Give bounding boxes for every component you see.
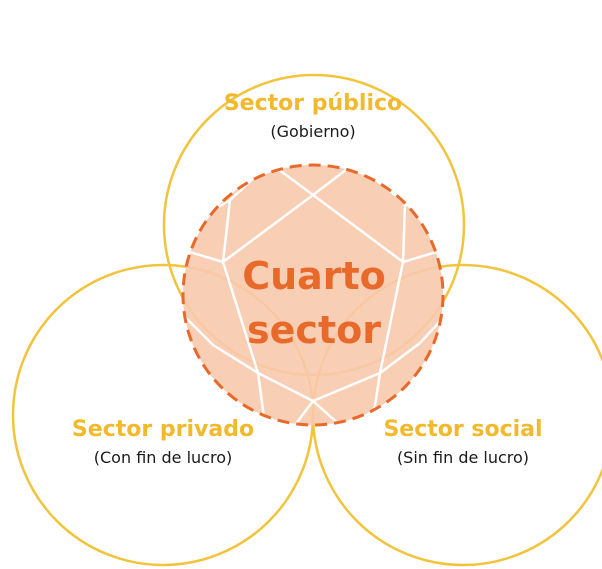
fourth-sector-label-line1: Cuarto — [242, 254, 386, 298]
social-sector-title: Sector social — [383, 417, 542, 442]
social-sector-subtitle: (Sin fin de lucro) — [397, 448, 529, 467]
private-sector-subtitle: (Con fin de lucro) — [94, 448, 232, 467]
private-sector-title: Sector privado — [72, 417, 254, 442]
public-sector-subtitle: (Gobierno) — [270, 122, 355, 141]
public-sector-title: Sector público — [224, 91, 402, 116]
ball-dashed-outline — [181, 163, 445, 427]
fourth-sector-label-line2: sector — [247, 308, 381, 352]
fourth-sector-ball — [181, 163, 445, 427]
